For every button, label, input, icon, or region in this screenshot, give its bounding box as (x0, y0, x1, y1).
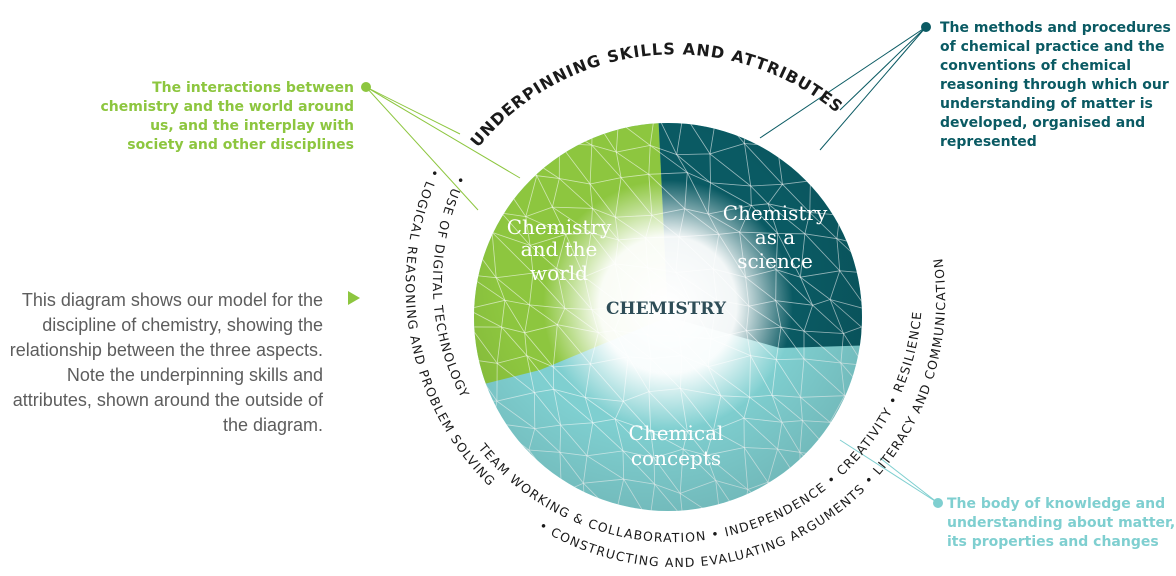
mesh-triangle (769, 123, 812, 151)
label-science: Chemistry as a science (723, 201, 828, 273)
label-world-line1: Chemistry (507, 215, 612, 239)
mesh-triangle (837, 170, 862, 216)
mesh-triangle (830, 140, 862, 178)
leader-line-world-3 (365, 86, 461, 135)
label-science-line3: science (737, 249, 813, 273)
center-label: CHEMISTRY (606, 299, 727, 319)
leader-line-concepts (839, 439, 939, 504)
mesh-triangle (474, 400, 498, 424)
leader-line-concepts-2 (879, 457, 939, 504)
label-world-line3: world (530, 261, 588, 285)
mesh-triangle (809, 149, 839, 182)
label-concepts-line1: Chemical (629, 421, 724, 445)
label-science-line1: Chemistry (723, 201, 828, 225)
mesh-triangle (501, 143, 538, 182)
mesh-triangle (837, 170, 862, 216)
label-concepts-line2: concepts (631, 446, 721, 470)
mesh-triangle (770, 123, 814, 152)
mesh-triangle (474, 400, 494, 427)
leader-lines (365, 26, 939, 504)
mesh-triangle (501, 143, 538, 176)
mesh-triangle (810, 123, 833, 151)
leader-line-world (365, 86, 521, 179)
diagram-caption: This diagram shows our model for the dis… (9, 290, 323, 435)
leader-line-science-2 (819, 26, 927, 151)
leader-line-science (759, 26, 927, 139)
callout-science: The methods and procedures of chemical p… (940, 20, 1171, 150)
mesh-triangle (474, 147, 503, 182)
mesh-triangle (474, 206, 494, 234)
label-world: Chemistry and the world (507, 215, 612, 285)
ring-text-left-inner: • USE OF DIGITAL TECHNOLOGY (430, 174, 473, 401)
mesh-triangle (809, 142, 839, 172)
leader-line-world-2 (365, 86, 479, 211)
callout-dot-concepts (933, 498, 943, 508)
label-world-line2: and the (521, 237, 598, 261)
mesh-triangle (552, 123, 593, 146)
mesh-triangle (830, 142, 862, 177)
mesh-triangle (843, 390, 862, 434)
leader-line-science-3 (839, 26, 927, 111)
mesh-triangle (745, 123, 778, 148)
callout-dot-world (361, 82, 371, 92)
caption-arrow-icon (348, 291, 360, 305)
callout-world: The interactions between chemistry and t… (100, 80, 355, 153)
label-concepts: Chemical concepts (629, 421, 724, 470)
mesh-triangle (523, 123, 561, 157)
mesh-triangle (830, 123, 862, 144)
center-glow (543, 180, 793, 430)
mesh-triangle (528, 123, 561, 145)
callout-concepts: The body of knowledge and understanding … (947, 496, 1176, 550)
callout-dot-science (921, 22, 931, 32)
mesh-triangle (830, 123, 862, 142)
label-science-line2: as a (755, 225, 796, 249)
mesh-triangle (491, 493, 524, 511)
